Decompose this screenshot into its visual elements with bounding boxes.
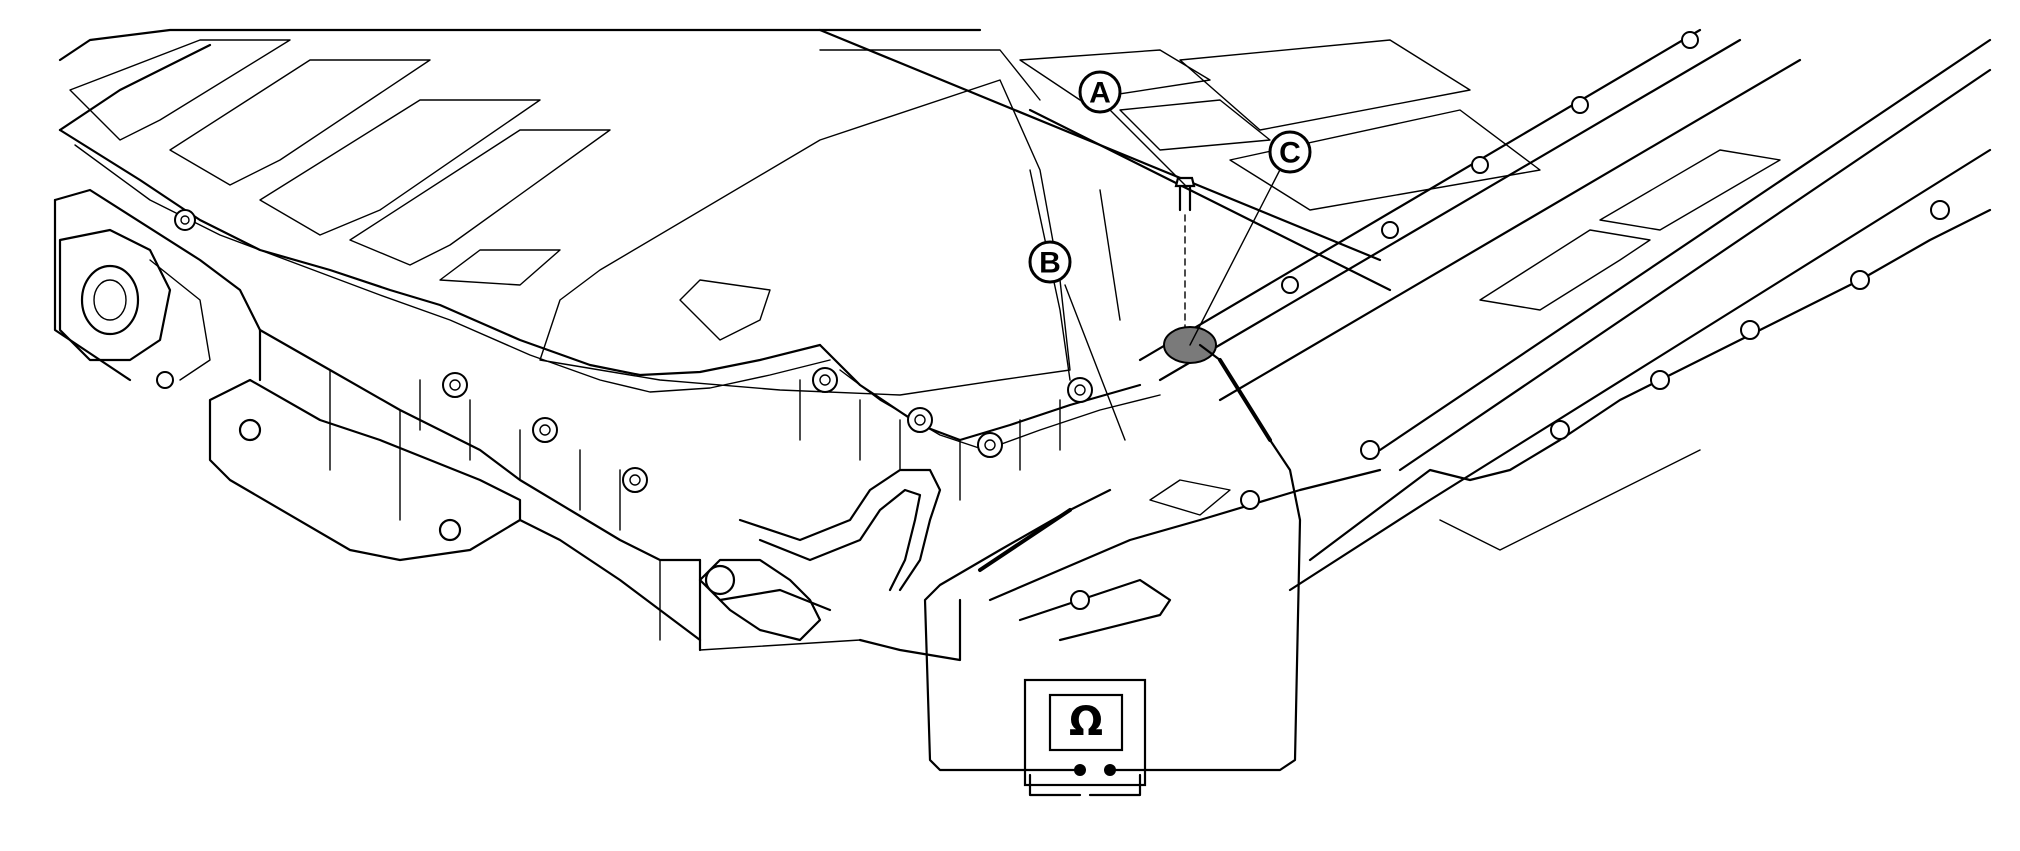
bolt — [1070, 590, 1090, 610]
bolt — [1850, 270, 1870, 290]
bolt — [1471, 156, 1489, 174]
bolt — [532, 417, 558, 443]
bolt-a — [1099, 99, 1196, 331]
hv-connector — [58, 228, 211, 389]
coolant-hoses — [698, 468, 942, 642]
flange-bolts — [174, 31, 1950, 610]
bolt — [1240, 490, 1260, 510]
callout-a: A — [1078, 70, 1122, 114]
bolt — [174, 209, 196, 231]
bolt — [907, 407, 933, 433]
bolt — [1550, 420, 1570, 440]
bolt — [812, 367, 838, 393]
bolt — [622, 467, 648, 493]
bolt — [442, 372, 468, 398]
bolt — [1281, 276, 1299, 294]
bolt — [1067, 377, 1093, 403]
contact-point-c — [1163, 159, 1286, 364]
bolt — [1650, 370, 1670, 390]
bolt — [1571, 96, 1589, 114]
callout-c: C — [1268, 130, 1312, 174]
bolt — [1740, 320, 1760, 340]
callout-b-leader — [1064, 284, 1126, 441]
bolt — [1930, 200, 1950, 220]
bolt — [1360, 440, 1380, 460]
ohm-symbol: Ω — [1069, 699, 1103, 745]
bolt — [977, 432, 1003, 458]
bolt — [1381, 221, 1399, 239]
side-rails — [988, 28, 1992, 642]
callout-b-label: B — [1039, 247, 1061, 280]
callout-c-label: C — [1279, 137, 1301, 170]
ohmmeter: Ω — [1023, 678, 1147, 797]
bolt — [1681, 31, 1699, 49]
probe-leads — [923, 343, 1302, 772]
callout-b: B — [1028, 240, 1072, 284]
callout-a-label: A — [1089, 77, 1111, 110]
pack-cover — [58, 28, 1541, 451]
pack-frame — [53, 188, 962, 662]
